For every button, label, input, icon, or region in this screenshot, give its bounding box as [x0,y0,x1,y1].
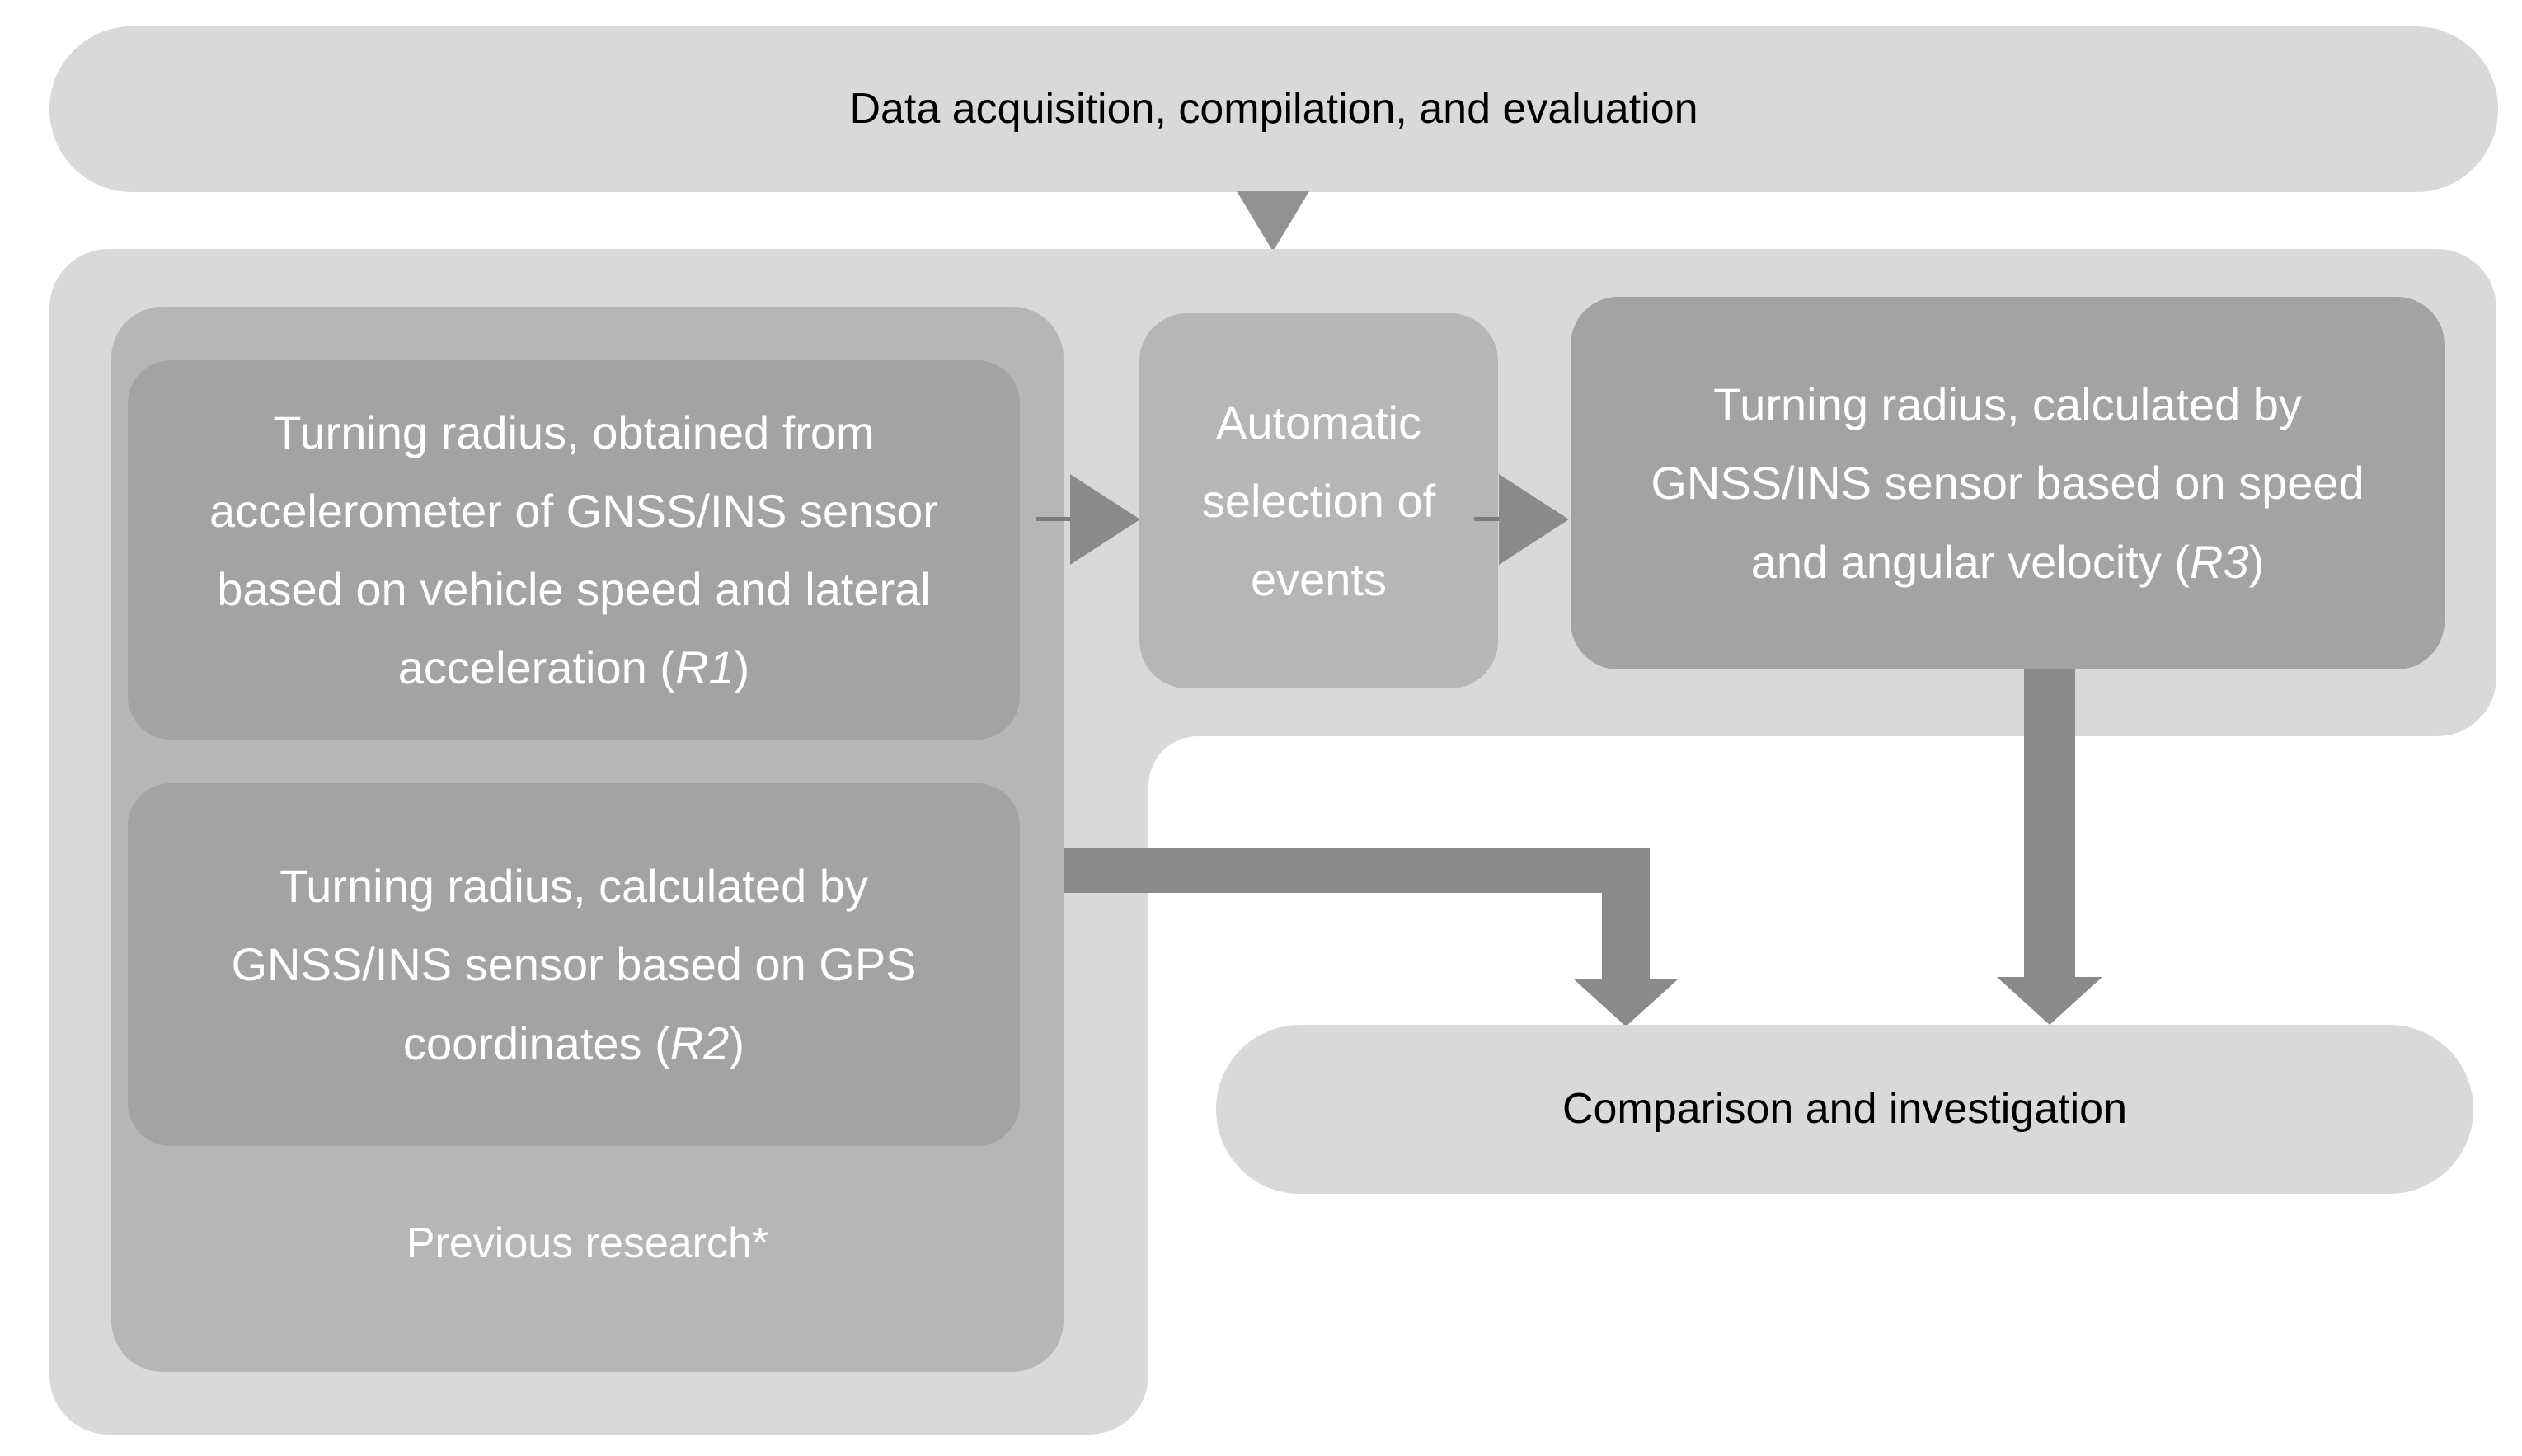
previous-research-label: Previous research* [406,1219,769,1267]
comparison-box-label: Comparison and investigation [1562,1085,2128,1134]
r3-down-arrow-head-icon [1997,977,2102,1025]
connector-line-2 [1474,517,1509,521]
elbow-arrow-horizontal-bar [1064,848,1650,893]
connector-right-triangle-icon-2 [1499,474,1569,565]
connector-line-1 [1036,517,1072,521]
connector-right-triangle-icon-1 [1070,474,1140,565]
r3-down-arrow-bar [2024,669,2075,977]
title-box: Data acquisition, compilation, and evalu… [49,26,2498,192]
elbow-arrow-down-head-icon [1573,979,1679,1026]
container-inner-fillet-mask [1148,736,1256,843]
comparison-box: Comparison and investigation [1216,1025,2473,1194]
elbow-arrow-vertical-bar [1602,848,1650,979]
flow-down-triangle-icon [1237,191,1309,251]
title-box-label: Data acquisition, compilation, and evalu… [849,85,1698,134]
